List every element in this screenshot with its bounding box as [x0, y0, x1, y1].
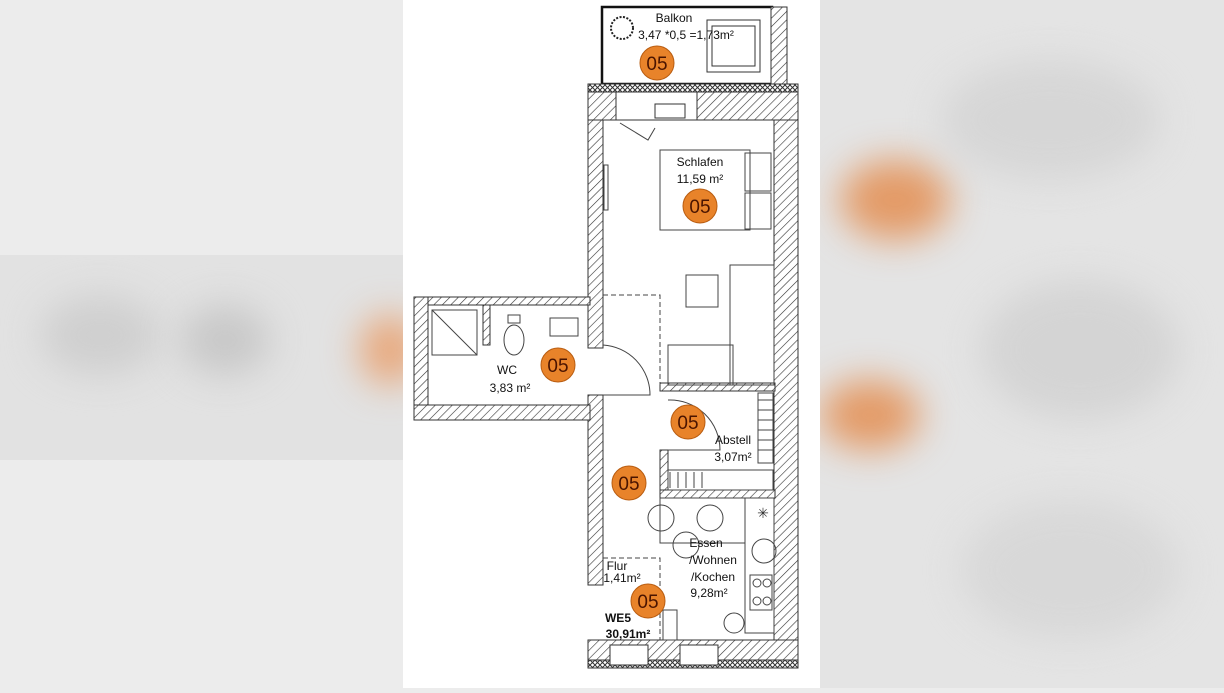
- room-name-flur: Flur: [607, 559, 628, 573]
- room-name-essen: Essen: [689, 536, 722, 550]
- balcony: [600, 5, 788, 86]
- unit-badge: [611, 465, 647, 501]
- unit-badge-label: 05: [547, 356, 568, 377]
- room-name-wohnen: /Wohnen: [689, 553, 737, 567]
- unit-badge: [630, 583, 666, 619]
- room-name-abstell: Abstell: [715, 433, 751, 447]
- room-area-essen: 9,28m²: [690, 586, 727, 600]
- room-name-schlafen: Schlafen: [677, 155, 724, 169]
- blurred-background-right: [820, 0, 1224, 688]
- unit-badge: [670, 404, 706, 440]
- room-name-kochen: /Kochen: [691, 570, 735, 584]
- unit-badge-label: 05: [677, 413, 698, 434]
- blurred-background-left: [0, 255, 403, 460]
- unit-badge-label: 05: [637, 592, 658, 613]
- unit-badge-label: 05: [646, 54, 667, 75]
- room-name-balkon: Balkon: [656, 11, 693, 25]
- room-area-flur: 1,41m²: [603, 571, 640, 585]
- unit-id: WE5: [605, 611, 631, 625]
- room-area-abstell: 3,07m²: [714, 450, 751, 464]
- unit-badge: [639, 45, 675, 81]
- unit-badge-label: 05: [689, 197, 710, 218]
- room-area-wc: 3,83 m²: [490, 381, 531, 395]
- walls: [413, 83, 799, 669]
- floor-plan: ✳ Balkon 3,47 *0,5 =1,73m² Schlafen 11,5…: [403, 0, 820, 688]
- unit-badge-label: 05: [618, 474, 639, 495]
- unit-badges: 05 05 05 05 05 05: [540, 45, 718, 619]
- extractor-icon: ✳: [757, 505, 769, 521]
- furniture: [431, 122, 777, 641]
- unit-badge: [540, 347, 576, 383]
- plant-icon: [610, 16, 634, 40]
- unit-badge: [682, 188, 718, 224]
- room-area-schlafen: 11,59 m²: [677, 172, 723, 186]
- unit-area: 30,91m²: [606, 627, 651, 641]
- room-area-balkon: 3,47 *0,5 =1,73m²: [638, 28, 734, 42]
- room-name-wc: WC: [497, 363, 517, 377]
